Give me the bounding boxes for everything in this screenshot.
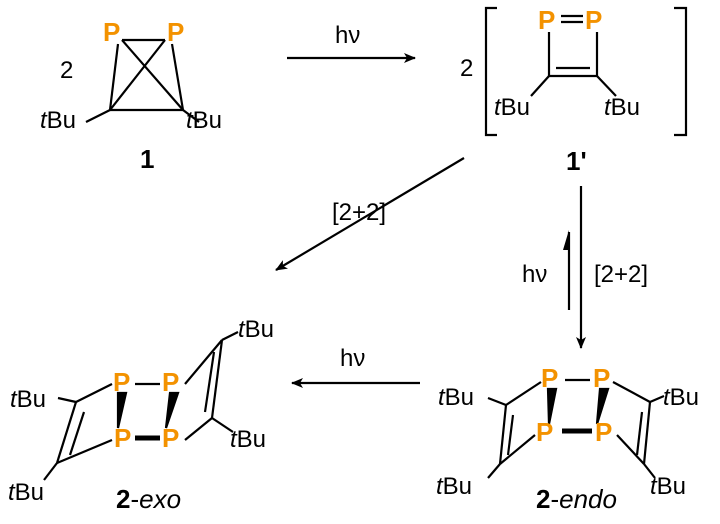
arrow-condition-label: [2+2] xyxy=(594,261,648,288)
bond xyxy=(109,39,166,111)
bond xyxy=(108,43,120,111)
left-bracket xyxy=(484,6,497,137)
wedge-bond xyxy=(164,391,180,429)
tbu-group-label: tBu xyxy=(10,386,46,413)
tbu-group-label: tBu xyxy=(436,473,472,500)
phosphorus-atom-label: P xyxy=(113,367,130,397)
bond xyxy=(635,411,644,456)
bond xyxy=(75,383,113,403)
bond xyxy=(210,339,224,419)
bond xyxy=(649,394,665,404)
bond xyxy=(85,109,111,123)
bond xyxy=(184,339,223,385)
stoichiometry-label: 2 xyxy=(60,57,73,84)
arrow-condition-label: hν xyxy=(522,261,547,288)
bond xyxy=(596,75,617,97)
tbu-group-label: tBu xyxy=(238,316,274,343)
phosphorus-atom-label: P xyxy=(103,17,120,47)
right-bracket xyxy=(674,6,688,137)
compound-2-endo xyxy=(487,378,665,479)
phosphorus-atom-label: P xyxy=(541,363,558,393)
bond xyxy=(505,381,542,406)
bond xyxy=(643,463,656,479)
phosphorus-atom-label: P xyxy=(167,17,184,47)
phosphorus-atom-label: P xyxy=(536,417,553,447)
compound-1 xyxy=(85,38,200,123)
tbu-group-label: tBu xyxy=(230,426,266,453)
phosphorus-atom-label: P xyxy=(593,363,610,393)
bond xyxy=(68,411,86,456)
tbu-group-label: tBu xyxy=(186,107,222,134)
tbu-group-label: tBu xyxy=(663,384,699,411)
bond xyxy=(57,396,77,404)
phosphorus-atom-label: P xyxy=(114,423,131,453)
bond xyxy=(211,417,234,433)
compound-label: 1 xyxy=(140,144,154,174)
reaction-arrow xyxy=(275,157,465,271)
wedge-bond xyxy=(116,391,128,429)
bond xyxy=(121,39,184,111)
compound-label: 1' xyxy=(566,146,587,176)
bond xyxy=(43,462,58,481)
bond xyxy=(55,401,78,464)
bond xyxy=(221,331,239,341)
bond xyxy=(56,438,113,465)
tbu-group-label: tBu xyxy=(438,384,474,411)
tbu-group-label: tBu xyxy=(604,94,640,121)
tbu-group-label: tBu xyxy=(650,473,686,500)
bond xyxy=(530,75,550,97)
bond xyxy=(612,381,651,403)
tbu-group-label: tBu xyxy=(494,94,530,121)
bond xyxy=(506,414,515,456)
phosphorus-atom-label: P xyxy=(538,5,555,35)
harpoon-head xyxy=(563,230,569,250)
compound-1-prime xyxy=(530,14,617,97)
wedge-bond xyxy=(595,387,610,425)
bond xyxy=(616,434,645,465)
phosphorus-atom-label: P xyxy=(162,367,179,397)
bond xyxy=(182,109,200,123)
phosphorus-atom-label: P xyxy=(595,417,612,447)
compound-label: 2-exo xyxy=(116,484,181,514)
bond xyxy=(170,43,185,111)
tbu-group-label: tBu xyxy=(40,107,76,134)
tbu-group-label: tBu xyxy=(8,479,44,506)
arrow-condition-label: [2+2] xyxy=(332,199,386,226)
bond xyxy=(184,417,213,441)
bond xyxy=(498,404,508,465)
bond xyxy=(642,401,652,465)
bond xyxy=(487,396,507,407)
compound-2-exo xyxy=(43,331,239,481)
phosphorus-atom-label: P xyxy=(162,423,179,453)
bond xyxy=(499,434,536,465)
compound-label: 2-endo xyxy=(536,484,617,514)
phosphorus-atom-label: P xyxy=(585,5,602,35)
stoichiometry-label: 2 xyxy=(460,55,473,82)
arrow-condition-label: hν xyxy=(335,22,360,49)
wedge-bond xyxy=(546,387,558,425)
arrow-condition-label: hν xyxy=(340,345,365,372)
bond xyxy=(203,351,216,413)
bond xyxy=(487,463,501,479)
